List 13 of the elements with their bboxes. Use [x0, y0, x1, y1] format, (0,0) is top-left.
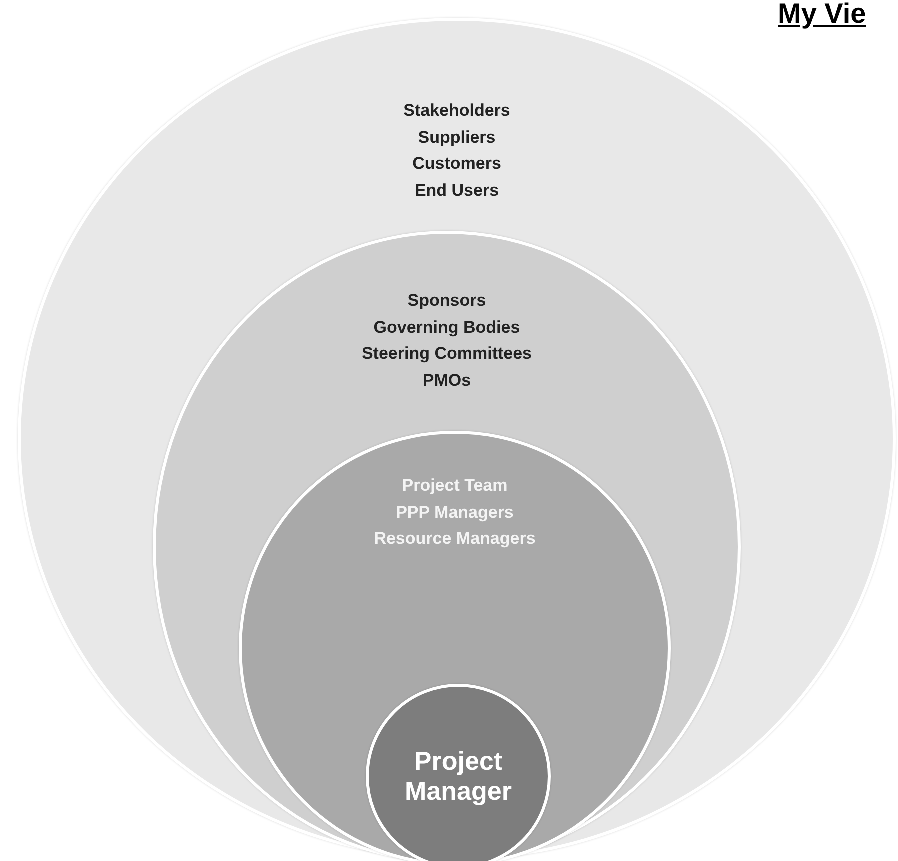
role-label: Sponsors — [408, 291, 486, 311]
role-label: PMOs — [422, 370, 472, 390]
role-label: PPP Managers — [396, 502, 514, 522]
role-label: Governing Bodies — [374, 318, 520, 338]
role-label: Project Manager — [404, 746, 513, 806]
role-label: Project Team — [402, 476, 508, 496]
role-label: Resource Managers — [374, 529, 536, 549]
role-label: End Users — [414, 180, 500, 200]
role-label: Stakeholders — [404, 101, 510, 121]
role-label: Customers — [412, 154, 502, 174]
role-label: Steering Committees — [362, 344, 532, 364]
role-label: Suppliers — [418, 128, 496, 148]
title: My Vie — [778, 0, 866, 30]
